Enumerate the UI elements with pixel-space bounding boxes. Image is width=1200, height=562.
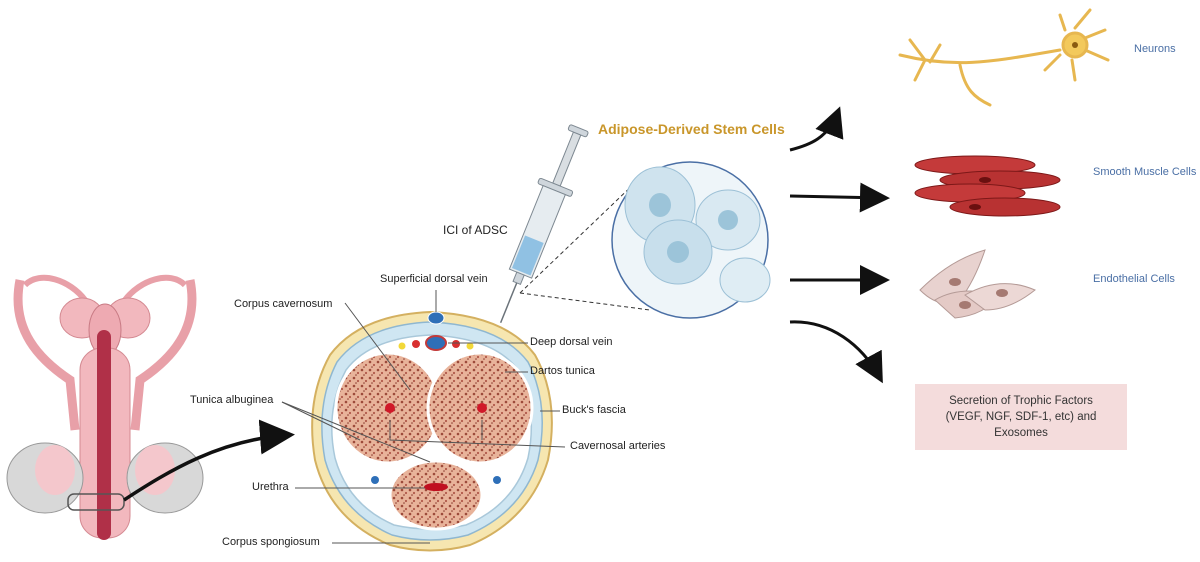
- leader-lines: [281, 290, 566, 544]
- trophic-line-3: Exosomes: [994, 427, 1048, 439]
- superficial-dorsal-vein-label: Superficial dorsal vein: [380, 273, 488, 285]
- deep-dorsal-vein-label: Deep dorsal vein: [530, 336, 613, 348]
- trophic-line-2: (VEGF, NGF, SDF-1, etc) and: [945, 411, 1097, 423]
- arrow-to-cross-section: [123, 419, 295, 502]
- adsc-title: Adipose-Derived Stem Cells: [598, 121, 785, 137]
- syringe-icon: [499, 124, 589, 324]
- bucks-fascia-label: Buck's fascia: [562, 404, 626, 416]
- neurons-label: Neurons: [1134, 43, 1176, 55]
- endothelial-cells-label: Endothelial Cells: [1093, 273, 1175, 285]
- cavernosal-arteries-label: Cavernosal arteries: [570, 440, 666, 452]
- ici-label: ICI of ADSC: [443, 223, 508, 237]
- endothelial-cells-icon: [919, 249, 1036, 319]
- corpus-cavernosum-label: Corpus cavernosum: [234, 298, 333, 310]
- zoom-line-bottom: [519, 292, 651, 311]
- tunica-albuginea-label: Tunica albuginea: [190, 394, 274, 406]
- male-anatomy-illustration: [6, 274, 204, 540]
- trophic-factors-box: Secretion of Trophic Factors (VEGF, NGF,…: [915, 384, 1127, 450]
- corpus-spongiosum-label: Corpus spongiosum: [222, 536, 320, 548]
- smooth-muscle-cells-label: Smooth Muscle Cells: [1093, 166, 1197, 178]
- smooth-muscle-cells-icon: [914, 155, 1061, 217]
- urethra-label: Urethra: [252, 481, 289, 493]
- penile-cross-section: [311, 310, 553, 552]
- dartos-tunica-label: Dartos tunica: [530, 365, 595, 377]
- stem-cells-magnified: [611, 161, 771, 319]
- zoom-line-top: [519, 179, 639, 294]
- trophic-line-1: Secretion of Trophic Factors: [949, 395, 1093, 407]
- neuron-icon: [898, 8, 1110, 107]
- arrow-to-smooth-muscle: [789, 182, 890, 213]
- arrow-to-trophic-factors: [789, 320, 883, 384]
- arrow-to-neurons: [789, 106, 844, 152]
